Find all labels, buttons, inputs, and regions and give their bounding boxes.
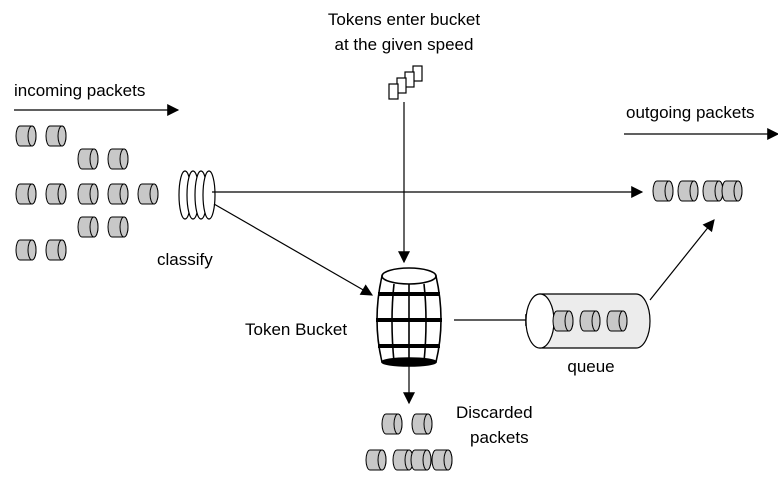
barrel-icon: [376, 267, 442, 367]
packet-cylinder-icon: [381, 413, 403, 435]
packet-cylinder-icon: [137, 183, 159, 205]
packet-cylinder-icon: [411, 413, 433, 435]
incoming-packets-group: [15, 125, 159, 261]
packet-cylinder-icon: [431, 449, 453, 471]
classify-to-bucket-arrow: [213, 203, 374, 296]
packet-cylinder-icon: [45, 125, 67, 147]
queue-tube: [525, 293, 651, 349]
outgoing-packets-label: outgoing packets: [626, 103, 755, 122]
packet-cylinder-icon: [652, 180, 674, 202]
classifier-rings-icon: [178, 170, 216, 220]
packet-cylinder-icon: [15, 183, 37, 205]
packet-cylinder-icon: [77, 183, 99, 205]
packet-cylinder-icon: [552, 310, 574, 332]
packet-cylinder-icon: [77, 148, 99, 170]
packet-cylinder-icon: [15, 125, 37, 147]
discarded-label-line1: Discarded: [456, 403, 533, 422]
packet-cylinder-icon: [365, 449, 387, 471]
packet-cylinder-icon: [721, 180, 743, 202]
packet-cylinder-icon: [677, 180, 699, 202]
packet-cylinder-icon: [410, 449, 432, 471]
outgoing-packets-group: [652, 180, 743, 202]
packet-cylinder-icon: [579, 310, 601, 332]
packet-cylinder-icon: [606, 310, 628, 332]
packet-cylinder-icon: [702, 180, 724, 202]
tokens-label-line1: Tokens enter bucket: [328, 10, 480, 29]
queue-to-outgoing-arrow: [649, 219, 715, 301]
packet-cylinder-icon: [107, 183, 129, 205]
packet-cylinder-icon: [107, 216, 129, 238]
packet-cylinder-icon: [77, 216, 99, 238]
classify-label: classify: [157, 250, 213, 269]
packet-cylinder-icon: [107, 148, 129, 170]
discarded-packets-group: [365, 413, 453, 471]
packet-cylinder-icon: [15, 239, 37, 261]
incoming-packets-label: incoming packets: [14, 81, 145, 100]
packet-cylinder-icon: [45, 183, 67, 205]
tokens-label-line2: at the given speed: [335, 35, 474, 54]
packet-cylinder-icon: [45, 239, 67, 261]
discarded-label-line2: packets: [470, 428, 529, 447]
queue-label: queue: [567, 357, 614, 376]
token-bucket-label: Token Bucket: [245, 320, 347, 339]
token-card-icon: [388, 65, 423, 100]
packet-cylinder-icon: [392, 449, 414, 471]
